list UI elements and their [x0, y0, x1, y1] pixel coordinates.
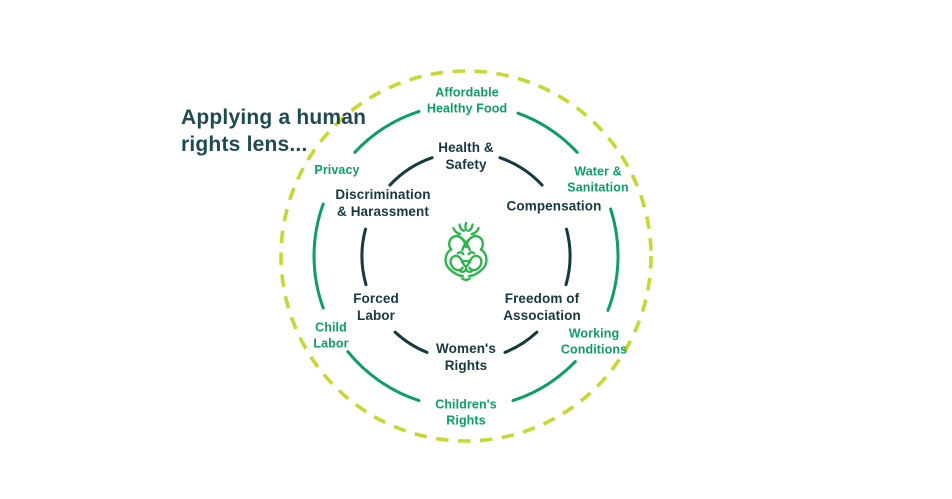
green-ring-arc-bottom-right: [511, 360, 577, 403]
label-privacy: Privacy: [314, 163, 360, 178]
label-compensation: Compensation: [506, 198, 602, 214]
green-ring-arc-top-right: [516, 111, 579, 154]
label-forced-labor: Forced Labor: [353, 291, 399, 323]
label-child-labor: Child Labor: [313, 320, 349, 350]
label-water-sanitation: Water & Sanitation: [567, 164, 629, 194]
green-ring-arc-top-left: [353, 109, 421, 154]
inner-ring-arc-bottom-left: [393, 330, 429, 354]
label-affordable-healthy-food: Affordable Healthy Food: [426, 85, 508, 115]
label-discrimination-harassment: Discrimination & Harassment: [335, 187, 431, 219]
inner-ring-arc-top-right: [498, 156, 544, 187]
green-ring-arc-right: [606, 207, 620, 312]
label-freedom-association: Freedom of Association: [503, 291, 581, 323]
label-womens-rights: Women's Rights: [436, 341, 496, 373]
green-ring-arc-bottom-left: [346, 350, 421, 403]
label-working-conditions: Working Conditions: [560, 326, 628, 356]
green-ring-arc-left: [312, 202, 325, 310]
inner-ring-arc-right: [564, 227, 572, 287]
outer-dashed-circle: [279, 69, 653, 443]
ahold-delhaize-lion-icon: [444, 221, 488, 281]
inner-ring-arc-top-left: [388, 156, 434, 187]
label-health-safety: Health & Safety: [438, 140, 494, 172]
inner-ring-arc-bottom-right: [503, 330, 539, 354]
label-childrens-rights: Children's Rights: [435, 397, 497, 427]
page-title: Applying a human rights lens...: [181, 106, 367, 157]
inner-ring-arc-left: [360, 227, 368, 287]
